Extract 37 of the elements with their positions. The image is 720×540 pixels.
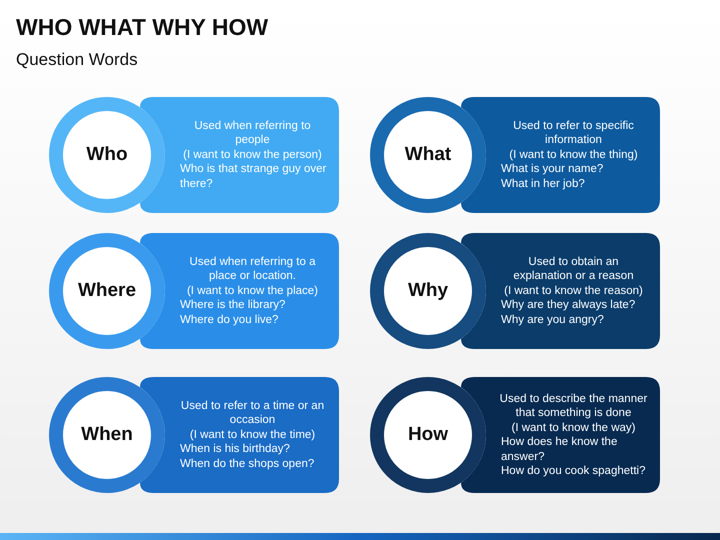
- description-text: (I want to know the thing): [508, 148, 639, 162]
- description-text: (I want to know the person): [182, 148, 323, 162]
- question-word: Who: [86, 144, 128, 166]
- example-question: When do the shops open?: [179, 456, 316, 472]
- info-card: [461, 97, 660, 213]
- info-card: [461, 377, 660, 493]
- example-question: Who is that strange guy over there?: [179, 162, 327, 192]
- info-card: [140, 97, 339, 213]
- question-word: Where: [78, 280, 136, 302]
- info-card: [140, 233, 339, 349]
- info-card: [140, 377, 339, 493]
- title: WHO WHAT WHY HOW: [16, 14, 268, 41]
- info-card: [461, 233, 660, 349]
- description-text: Used when referring to people: [193, 118, 312, 148]
- description-text: Used to obtain an explanation or a reason: [512, 254, 635, 284]
- description-text: Used to refer to specific information: [512, 118, 635, 148]
- example-question: Where do you live?: [179, 312, 280, 328]
- description-text: (I want to know the reason): [503, 284, 644, 298]
- description-text: Used to refer to a time or an occasion: [180, 398, 326, 428]
- example-question: Why are you angry?: [500, 312, 605, 328]
- subtitle: Question Words: [16, 50, 138, 70]
- description-text: (I want to know the way): [510, 420, 636, 435]
- description-text: Used when referring to a place or location.: [188, 254, 316, 284]
- description-text: (I want to know the time): [188, 428, 316, 442]
- example-question: Where is the library?: [179, 298, 286, 313]
- example-question: When is his birthday?: [179, 442, 291, 457]
- example-question: How do you cook spaghetti?: [500, 464, 646, 478]
- question-word: What: [404, 144, 452, 166]
- question-word: Why: [408, 280, 448, 302]
- question-word: When: [81, 424, 133, 446]
- description-text: (I want to know the place): [186, 284, 320, 298]
- example-question: What in her job?: [500, 176, 586, 192]
- example-question: Why are they always late?: [500, 298, 636, 313]
- example-question: What is your name?: [500, 162, 604, 177]
- description-text: Used to describe the manner that something is done: [499, 392, 648, 420]
- example-question: How does he know the answer?: [500, 435, 618, 464]
- question-word: How: [408, 424, 448, 446]
